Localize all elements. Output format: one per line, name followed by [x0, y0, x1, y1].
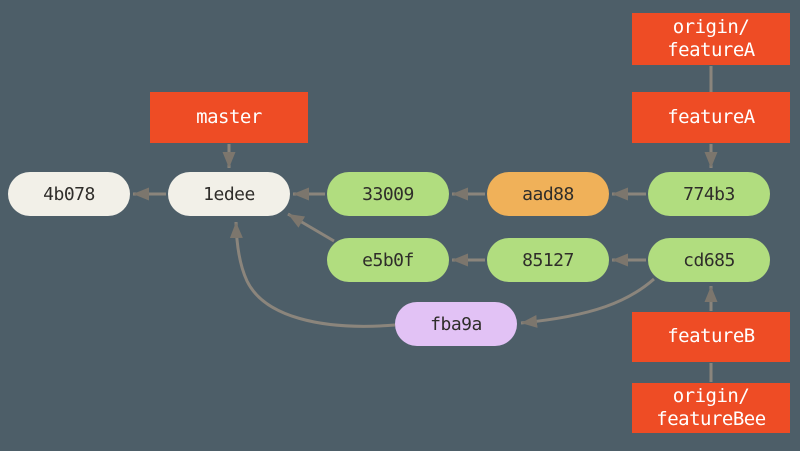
commit-node-fba9a: fba9a: [395, 302, 517, 346]
edge-cd685-fba9a: [520, 277, 655, 328]
commit-node-774b3: 774b3: [648, 172, 770, 216]
branch-label-featureB: featureB: [632, 312, 790, 362]
branch-label-featureA: featureA: [632, 92, 790, 143]
branch-label-origin-featureBee: origin/ featureBee: [632, 383, 790, 433]
branch-label-origin-featureA: origin/ featureA: [632, 13, 790, 65]
commit-node-1edee: 1edee: [168, 172, 290, 216]
edge-e5b0f-1edee: [287, 212, 335, 243]
commit-node-85127: 85127: [487, 238, 609, 282]
branch-label-master: master: [150, 92, 308, 143]
commit-node-33009: 33009: [327, 172, 449, 216]
commit-node-e5b0f: e5b0f: [327, 238, 449, 282]
edge-fba9a-1edee: [229, 221, 396, 328]
commit-node-4b078: 4b078: [8, 172, 130, 216]
commit-node-aad88: aad88: [487, 172, 609, 216]
commit-node-cd685: cd685: [648, 238, 770, 282]
